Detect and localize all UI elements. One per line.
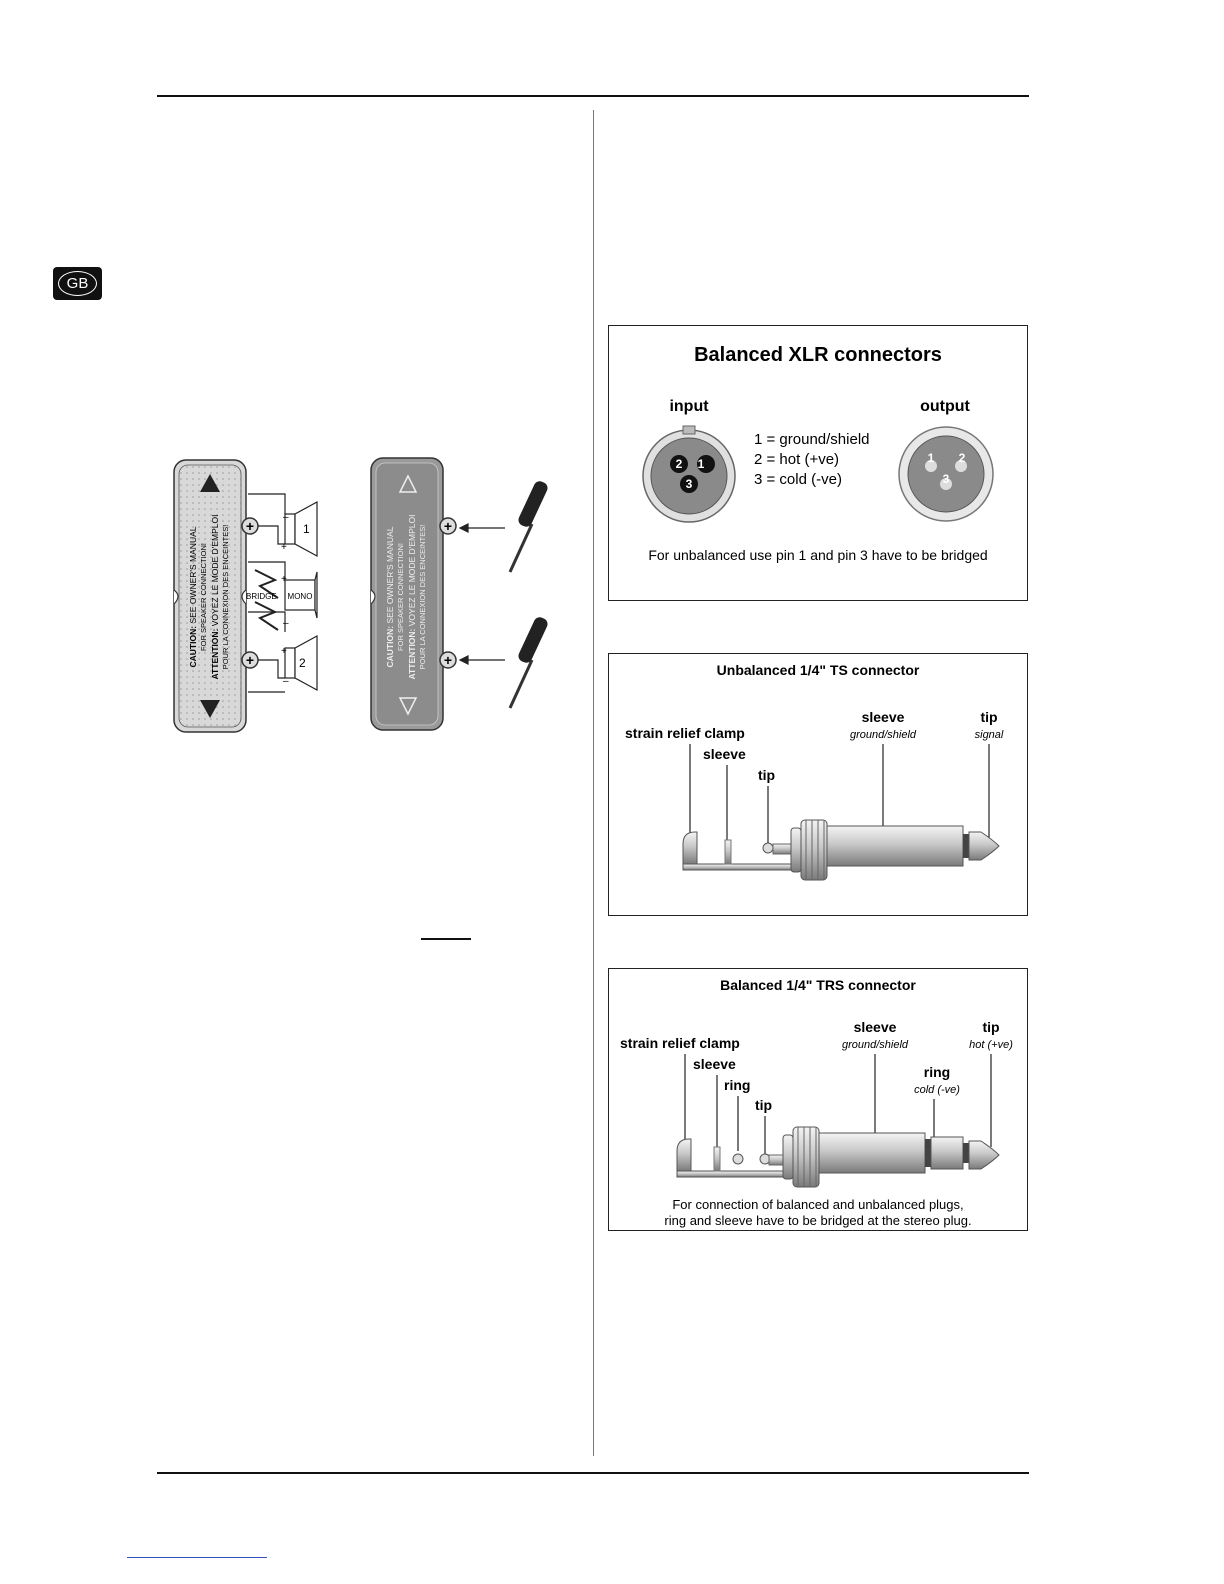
mono-label: MONO — [288, 592, 313, 601]
bottom-rule — [157, 1472, 1029, 1474]
xlr-female-icon: 2 1 3 — [642, 425, 736, 523]
trs-sleeve-inner-label: sleeve — [693, 1056, 736, 1072]
warning-triangle-icon — [200, 700, 220, 718]
ts-strain-relief-label: strain relief clamp — [625, 725, 745, 741]
xlr-note: For unbalanced use pin 1 and pin 3 have … — [648, 547, 987, 563]
trs-leader-lines — [684, 1054, 992, 1155]
speaker-terminal-diagram: CAUTION: SEE OWNER'S MANUAL FOR SPEAKER … — [173, 457, 548, 733]
svg-text:+: + — [444, 652, 452, 668]
xlr-male-icon: 1 2 3 — [898, 426, 994, 522]
svg-text:ATTENTION: VOYEZ LE MODE D'EMP: ATTENTION: VOYEZ LE MODE D'EMPLOI — [407, 515, 417, 680]
svg-text:+: + — [246, 518, 254, 534]
arrow-icon — [458, 523, 505, 665]
trs-sleeve-label: sleeve — [854, 1019, 897, 1035]
trs-ring-inner-label: ring — [724, 1077, 750, 1093]
xlr-output-pin-3: 3 — [943, 472, 950, 486]
ts-plug-icon — [682, 819, 1000, 881]
xlr-input-label: input — [669, 398, 709, 415]
xlr-output-pin-1: 1 — [928, 451, 935, 465]
ts-connector-box: Unbalanced 1/4" TS connector strain reli… — [608, 653, 1028, 916]
bridge-label: BRIDGE — [246, 592, 277, 601]
svg-text:+: + — [444, 518, 452, 534]
trs-note-line-2: ring and sleeve have to be bridged at th… — [664, 1213, 971, 1228]
cover-right-attention-text-1: VOYEZ LE MODE D'EMPLOI — [407, 515, 417, 627]
warning-triangle-icon — [398, 474, 418, 493]
xlr-pin2-desc: 2 = hot (+ve) — [754, 451, 839, 468]
trs-connector-box: Balanced 1/4" TRS connector strain relie… — [608, 968, 1028, 1231]
trs-note-line-1: For connection of balanced and unbalance… — [672, 1197, 963, 1212]
speaker-1-label: 1 — [303, 522, 310, 536]
language-badge: GB — [53, 267, 102, 300]
trs-plug-icon — [676, 1126, 1000, 1188]
screwdriver-icon — [508, 617, 548, 709]
trs-tip-label: tip — [982, 1019, 999, 1035]
minus-label: – — [283, 512, 289, 523]
xlr-output-label: output — [920, 398, 970, 415]
ts-title: Unbalanced 1/4" TS connector — [717, 662, 920, 678]
minus-label: – — [283, 618, 289, 629]
cover-right-caution: CAUTION: — [385, 626, 395, 668]
cover-left-caution-text-1: SEE OWNER'S MANUAL — [188, 526, 198, 623]
plus-label: + — [281, 646, 287, 657]
xlr-input-pin-1: 1 — [698, 457, 705, 471]
trs-tip-inner-label: tip — [755, 1097, 772, 1113]
language-badge-label: GB — [58, 271, 97, 296]
speaker-icon: 2 — [284, 634, 318, 692]
column-divider — [593, 110, 594, 1456]
warning-triangle-icon — [200, 474, 220, 492]
xlr-input-pin-3: 3 — [686, 477, 693, 491]
xlr-title: Balanced XLR connectors — [694, 344, 942, 366]
speaker-icon: 1 — [284, 500, 318, 558]
terminal-cover-right: CAUTION: SEE OWNER'S MANUAL FOR SPEAKER … — [370, 457, 457, 731]
xlr-pin1-desc: 1 = ground/shield — [754, 431, 870, 448]
xlr-diagram: Balanced XLR connectors input output 2 1… — [642, 344, 994, 563]
plus-label: + — [281, 542, 287, 553]
ts-tip-label: tip — [980, 709, 997, 725]
cover-right-attention-text-2: POUR LA CONNEXION DES ENCEINTES! — [418, 525, 427, 670]
trs-title: Balanced 1/4" TRS connector — [720, 977, 916, 993]
trs-ring-label: ring — [924, 1064, 950, 1080]
ts-sleeve-inner-label: sleeve — [703, 746, 746, 762]
trs-strain-relief-label: strain relief clamp — [620, 1035, 740, 1051]
terminal-cover-left: CAUTION: SEE OWNER'S MANUAL FOR SPEAKER … — [173, 459, 259, 733]
ts-diagram: Unbalanced 1/4" TS connector strain reli… — [625, 662, 1004, 881]
svg-text:+: + — [246, 652, 254, 668]
ts-sleeve-sub: ground/shield — [850, 729, 917, 741]
screwdriver-icon — [508, 481, 548, 573]
cover-left-caution-text-2: FOR SPEAKER CONNECTION! — [199, 543, 208, 651]
warning-triangle-icon — [398, 697, 418, 716]
svg-text:ATTENTION: VOYEZ LE MODE D'EMP: ATTENTION: VOYEZ LE MODE D'EMPLOI — [210, 515, 220, 680]
xlr-connector-box: Balanced XLR connectors input output 2 1… — [608, 325, 1028, 601]
trs-sleeve-sub: ground/shield — [842, 1039, 909, 1051]
ts-tip-inner-label: tip — [758, 767, 775, 783]
svg-text:CAUTION: SEE OWNER'S MANUAL: CAUTION: SEE OWNER'S MANUAL — [385, 526, 395, 667]
trs-diagram: Balanced 1/4" TRS connector strain relie… — [620, 977, 1013, 1228]
cover-right-attention: ATTENTION: — [407, 628, 417, 679]
cover-left-caution: CAUTION: — [188, 626, 198, 668]
cover-right-caution-text-1: SEE OWNER'S MANUAL — [385, 526, 395, 623]
xlr-pin3-desc: 3 = cold (-ve) — [754, 471, 842, 488]
svg-text:CAUTION: SEE OWNER'S MANUAL: CAUTION: SEE OWNER'S MANUAL — [188, 526, 198, 667]
ts-sleeve-label: sleeve — [862, 709, 905, 725]
trs-tip-sub: hot (+ve) — [969, 1039, 1013, 1051]
cover-left-attention-text-1: VOYEZ LE MODE D'EMPLOI — [210, 515, 220, 627]
top-rule — [157, 95, 1029, 97]
minus-label: – — [283, 676, 289, 687]
speaker-wiring — [248, 493, 286, 693]
footer-link-line[interactable] — [127, 1557, 267, 1558]
speaker-2-label: 2 — [299, 656, 306, 670]
text-underline — [421, 938, 471, 940]
speaker-icon: MONO — [284, 571, 318, 619]
plus-label: + — [281, 574, 287, 585]
cover-left-attention: ATTENTION: — [210, 628, 220, 679]
cover-right-caution-text-2: FOR SPEAKER CONNECTION! — [396, 543, 405, 651]
xlr-input-pin-2: 2 — [676, 457, 683, 471]
cover-left-attention-text-2: POUR LA CONNEXION DES ENCEINTES! — [221, 525, 230, 670]
terminal-screw-icon — [439, 651, 457, 669]
terminal-screw-icon — [439, 517, 457, 535]
ts-tip-sub: signal — [975, 729, 1004, 741]
trs-ring-sub: cold (-ve) — [914, 1084, 960, 1096]
xlr-output-pin-2: 2 — [959, 451, 966, 465]
